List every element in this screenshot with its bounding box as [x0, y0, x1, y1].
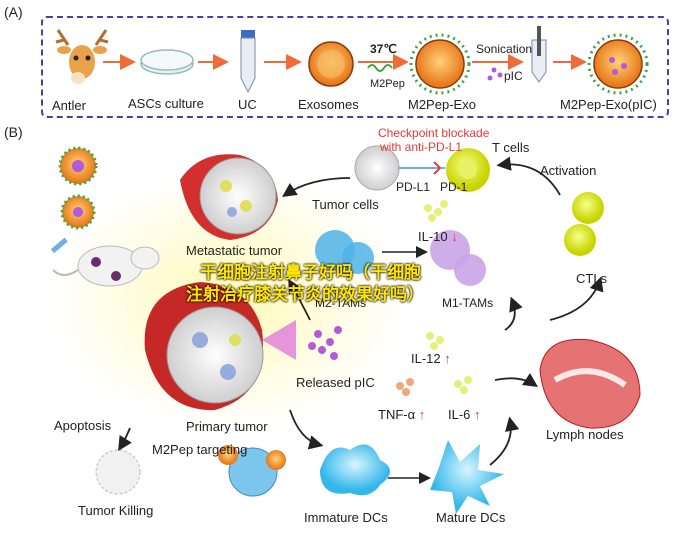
label-pd-l1: PD-L1	[396, 180, 431, 194]
deer-icon	[55, 29, 109, 84]
pic-particles-icon	[487, 67, 503, 81]
panel-a-frame	[41, 16, 669, 118]
lymph-node-illustration	[539, 338, 641, 429]
m2pep-exo-pic-icon	[587, 33, 649, 95]
exosome-icon	[308, 41, 354, 87]
circulating-exosome-icon	[58, 146, 98, 230]
primary-tumor-illustration	[144, 282, 296, 411]
label-tnf: TNF-α ↑	[378, 407, 426, 422]
label-uc: UC	[238, 97, 257, 112]
label-checkpoint-blockade: Checkpoint blockade	[378, 126, 490, 140]
m2pep-exosome-icon	[409, 33, 471, 95]
immature-dc-icon	[320, 444, 390, 496]
label-temperature: 37℃	[370, 42, 397, 56]
targeted-tumor-icon	[218, 445, 286, 497]
label-lymph-nodes: Lymph nodes	[546, 427, 624, 442]
watermark-text: 干细胞注射鼻子好吗（干细胞 注射治疗膝关节炎的效果好吗）	[186, 262, 526, 306]
label-ascs-culture: ASCs culture	[128, 96, 204, 111]
label-immature-dcs: Immature DCs	[304, 510, 388, 525]
label-m2pep-exo-pic: M2Pep-Exo(pIC)	[560, 97, 657, 112]
panel-b-tag: (B)	[4, 124, 23, 140]
centrifuge-tube-icon	[240, 30, 256, 94]
label-il6: IL-6 ↑	[448, 407, 481, 422]
label-antler: Antler	[52, 98, 86, 113]
label-m2pep: M2Pep	[370, 78, 405, 90]
label-m1-tams: M1-TAMs	[442, 296, 494, 310]
m2-tam-icon	[315, 230, 374, 274]
m1-tam-icon	[430, 230, 486, 286]
label-anti-pdl1: with anti-PD-L1	[380, 140, 463, 154]
il6-particles-icon	[454, 376, 472, 394]
metastatic-tumor-illustration	[180, 154, 278, 240]
watermark-line-2: 注射治疗膝关节炎的效果好吗）	[186, 285, 424, 304]
mouse-icon	[50, 237, 160, 287]
watermark-line-1: 干细胞注射鼻子好吗（干细胞	[200, 263, 421, 282]
mature-dc-icon	[430, 440, 504, 514]
sonication-tube-icon	[531, 26, 547, 83]
label-metastatic-tumor: Metastatic tumor	[186, 243, 283, 258]
released-pic-particles-icon	[308, 326, 342, 360]
label-il12: IL-12 ↑	[411, 351, 451, 366]
label-activation: Activation	[540, 163, 597, 178]
label-pd-1: PD-1	[440, 180, 468, 194]
label-tumor-killing: Tumor Killing	[78, 503, 154, 518]
label-t-cells: T cells	[492, 140, 530, 155]
label-exosomes: Exosomes	[298, 97, 359, 112]
il12-particles-icon	[426, 332, 444, 350]
label-m2-tams: M2-TAMs	[315, 296, 367, 310]
label-m2pep-exo: M2Pep-Exo	[408, 97, 476, 112]
peptide-icon	[367, 64, 393, 72]
tumor-killing-icon	[95, 449, 141, 495]
petri-dish-icon	[140, 49, 194, 75]
tnf-particles-icon	[396, 378, 414, 396]
label-tumor-cells: Tumor cells	[312, 197, 379, 212]
label-sonication: Sonication	[476, 42, 533, 56]
il10-particles-icon	[424, 200, 448, 222]
label-pic: pIC	[504, 69, 523, 83]
label-ctls: CTLs	[576, 271, 608, 286]
label-released-pic: Released pIC	[296, 375, 375, 390]
label-mature-dcs: Mature DCs	[436, 510, 506, 525]
label-m2pep-targeting: M2Pep targeting	[152, 442, 248, 457]
label-apoptosis: Apoptosis	[54, 418, 112, 433]
t-cell-icon	[446, 148, 490, 192]
label-primary-tumor: Primary tumor	[186, 419, 268, 434]
panel-a-tag: (A)	[4, 4, 23, 20]
ctl-cells-icon	[564, 192, 604, 256]
label-il10: IL-10 ↓	[418, 229, 458, 244]
